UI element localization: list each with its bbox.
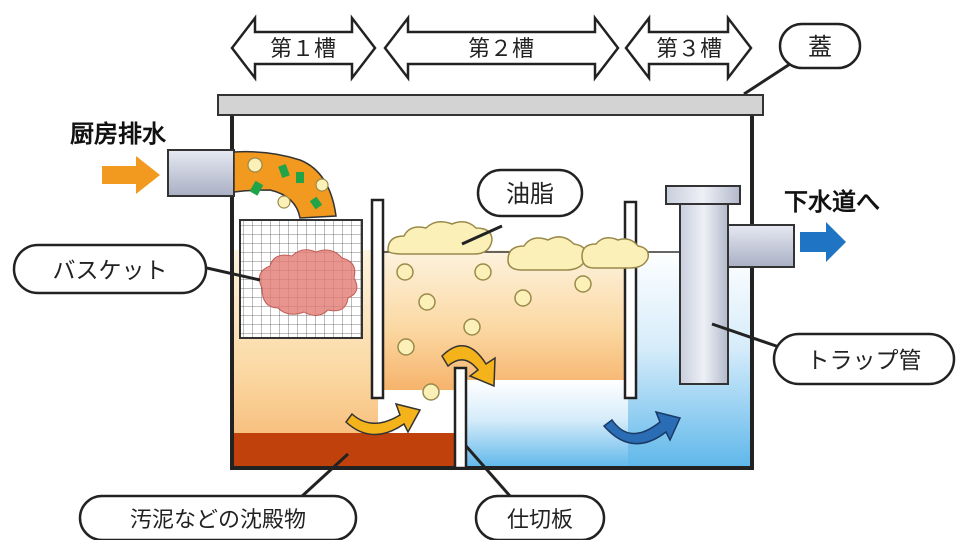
- outlet-pipe: [727, 224, 795, 268]
- lid: [217, 94, 764, 116]
- basket: [239, 219, 363, 339]
- oil-bubbles: [396, 263, 592, 401]
- partition-board-1: [370, 198, 385, 400]
- partition-label: 仕切板: [507, 508, 573, 533]
- inflow-stream: [233, 150, 337, 219]
- grease-layer: [387, 221, 650, 271]
- sediment-callout: 汚泥などの沈殿物: [78, 452, 358, 542]
- basket-label: バスケット: [53, 258, 168, 284]
- flow-arrow-3: [602, 410, 682, 445]
- chamber-3-label: 第３槽: [656, 37, 722, 62]
- sediment-label: 汚泥などの沈殿物: [130, 508, 306, 533]
- grease-label: 油脂: [506, 180, 554, 208]
- inlet-pipe: [167, 149, 235, 197]
- partition-board-2: [453, 366, 468, 470]
- sediment-layer: [232, 433, 458, 468]
- flow-arrow-1: [344, 402, 422, 436]
- inflow-arrow: [102, 156, 160, 194]
- basket-callout: バスケット: [12, 243, 261, 295]
- partition-callout: 仕切板: [464, 445, 606, 542]
- food-waste: [258, 249, 358, 316]
- partition-board-3: [623, 200, 638, 400]
- chamber-2-label: 第２槽: [468, 37, 534, 62]
- chamber-2-arrow: 第２槽: [383, 14, 620, 82]
- outflow-arrow: [800, 222, 846, 262]
- chamber-1-arrow: 第１槽: [230, 14, 377, 82]
- inlet-label: 厨房排水: [70, 120, 167, 148]
- lid-callout: 蓋: [743, 22, 862, 96]
- flow-arrow-2: [441, 345, 496, 388]
- trap-pipe-label: トラップ管: [807, 348, 922, 374]
- trap-pipe: [665, 185, 741, 385]
- grease-callout: 油脂: [461, 168, 584, 246]
- trap-pipe-callout: トラップ管: [711, 322, 956, 386]
- chamber-3-arrow: 第３槽: [624, 14, 753, 82]
- chamber-1-label: 第１槽: [270, 37, 336, 62]
- lid-label: 蓋: [808, 33, 832, 61]
- outlet-label: 下水道へ: [784, 188, 880, 216]
